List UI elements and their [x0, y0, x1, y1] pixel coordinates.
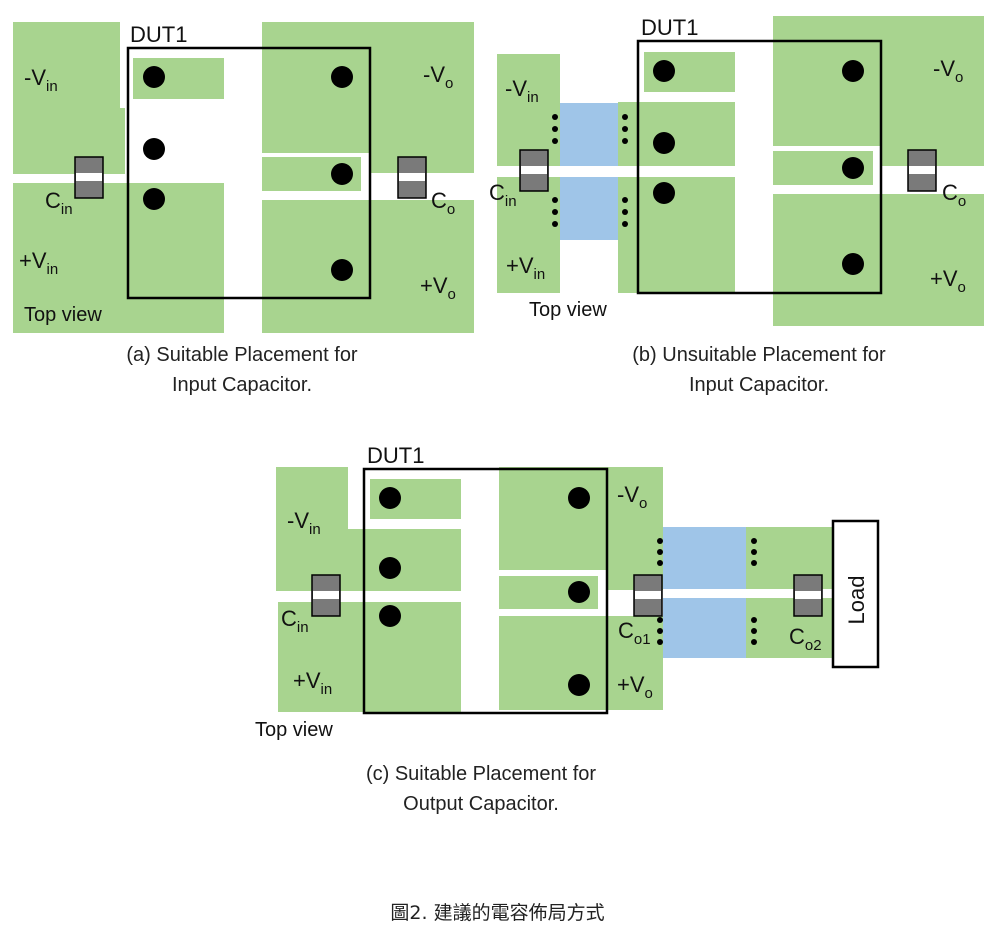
via-group-neg-left [657, 538, 663, 566]
pin-6 [842, 253, 864, 275]
pos-vin-label: +Vin [293, 668, 332, 698]
pin-5 [331, 163, 353, 185]
top-view-label: Top view [24, 304, 102, 326]
figure-caption: 圖2. 建議的電容佈局方式 [390, 902, 605, 924]
copper-mid-pos [618, 177, 735, 293]
pos-vo-label: +Vo [617, 672, 653, 702]
co1-label: Co1 [618, 618, 651, 648]
caption-c-line2: Output Capacitor. [403, 793, 559, 815]
copper-pos-vo [773, 194, 984, 326]
plane-neg [663, 527, 746, 589]
pos-vo-label: +Vo [420, 273, 456, 303]
diagram-c: Load DUT1 -Vin Cin +Vin Top view -Vo Co1… [255, 443, 880, 741]
caption-b-line1: (b) Unsuitable Placement for [632, 344, 886, 366]
dut1-label: DUT1 [641, 15, 698, 40]
top-view-label: Top view [529, 299, 607, 321]
pin-1 [143, 66, 165, 88]
caption-b-line2: Input Capacitor. [688, 374, 830, 396]
plane-neg [560, 103, 618, 166]
via-group-pos-left [657, 617, 663, 645]
diagram-b: DUT1 -Vin Cin +Vin Top view -Vo Co +Vo [489, 15, 984, 326]
pin-1 [653, 60, 675, 82]
via-group-neg-right [622, 114, 628, 144]
via-group-neg-left [552, 114, 558, 144]
pin-3 [379, 605, 401, 627]
neg-vo-label: -Vo [933, 56, 963, 86]
neg-vin-label: -Vin [24, 65, 58, 95]
caption-a-line2: Input Capacitor. [171, 374, 313, 396]
copper-pos-vin [278, 602, 461, 712]
copper-mid-neg [618, 102, 735, 166]
via-group-neg-right [751, 538, 757, 566]
co2-capacitor [793, 574, 823, 617]
load-box [831, 519, 880, 669]
cin-capacitor [311, 574, 341, 617]
pin-4 [568, 487, 590, 509]
copper-neg-vo [262, 22, 474, 173]
co2-label: Co2 [789, 624, 822, 654]
co1-capacitor [633, 574, 663, 617]
copper-neg-vo [773, 16, 984, 166]
copper-neg-vin [497, 54, 560, 166]
dut1-outline [636, 39, 883, 295]
pin-5 [568, 581, 590, 603]
cin-label: Cin [489, 180, 517, 210]
caption-c-line1: (c) Suitable Placement for [365, 763, 597, 785]
caption-b: (b) Unsuitable Placement for Input Capac… [559, 340, 959, 400]
co-capacitor [907, 149, 937, 192]
copper-neg-vin [276, 467, 461, 591]
plane-pos [663, 598, 746, 658]
cin-capacitor [74, 156, 104, 199]
dut1-outline [126, 46, 372, 300]
caption-c: (c) Suitable Placement for Output Capaci… [281, 759, 681, 819]
dut1-label: DUT1 [367, 443, 424, 468]
via-group-pos-right [622, 197, 628, 227]
pin-3 [143, 188, 165, 210]
neg-vo-label: -Vo [423, 62, 453, 92]
pin-1 [379, 487, 401, 509]
dut1-outline [362, 467, 609, 715]
copper-pos-vin [13, 183, 224, 333]
pin-3 [653, 182, 675, 204]
copper-pos-vo [262, 200, 474, 333]
caption-a: (a) Suitable Placement for Input Capacit… [42, 340, 442, 400]
copper-neg-vin [13, 22, 125, 174]
pin-4 [842, 60, 864, 82]
load-label: Load [844, 576, 869, 625]
cin-capacitor [519, 149, 549, 192]
pin-6 [331, 259, 353, 281]
co-label: Co [431, 188, 455, 218]
co-label: Co [942, 180, 966, 210]
copper-pos-vin [497, 177, 560, 293]
pin-6 [568, 674, 590, 696]
cin-label: Cin [281, 606, 309, 636]
pos-vo-label: +Vo [930, 266, 966, 296]
neg-vo-label: -Vo [617, 482, 647, 512]
neg-vin-label: -Vin [287, 508, 321, 538]
pin-2 [653, 132, 675, 154]
pin-4 [331, 66, 353, 88]
via-group-pos-right [751, 617, 757, 645]
via-group-pos-left [552, 197, 558, 227]
caption-a-line1: (a) Suitable Placement for [126, 344, 358, 366]
plane-pos [560, 177, 618, 240]
copper-neg-vo [499, 467, 663, 590]
neg-vin-label: -Vin [505, 76, 539, 106]
pin-5 [842, 157, 864, 179]
co-capacitor [397, 156, 427, 199]
diagram-a: DUT1 -Vin Cin +Vin Top view -Vo Co +Vo [13, 22, 474, 333]
pin-2 [379, 557, 401, 579]
dut1-label: DUT1 [130, 22, 187, 47]
pos-vin-label: +Vin [19, 248, 58, 278]
pin-2 [143, 138, 165, 160]
pos-vin-label: +Vin [506, 253, 545, 283]
copper-load-neg [746, 527, 838, 589]
top-view-label: Top view [255, 719, 333, 741]
cin-label: Cin [45, 188, 73, 218]
